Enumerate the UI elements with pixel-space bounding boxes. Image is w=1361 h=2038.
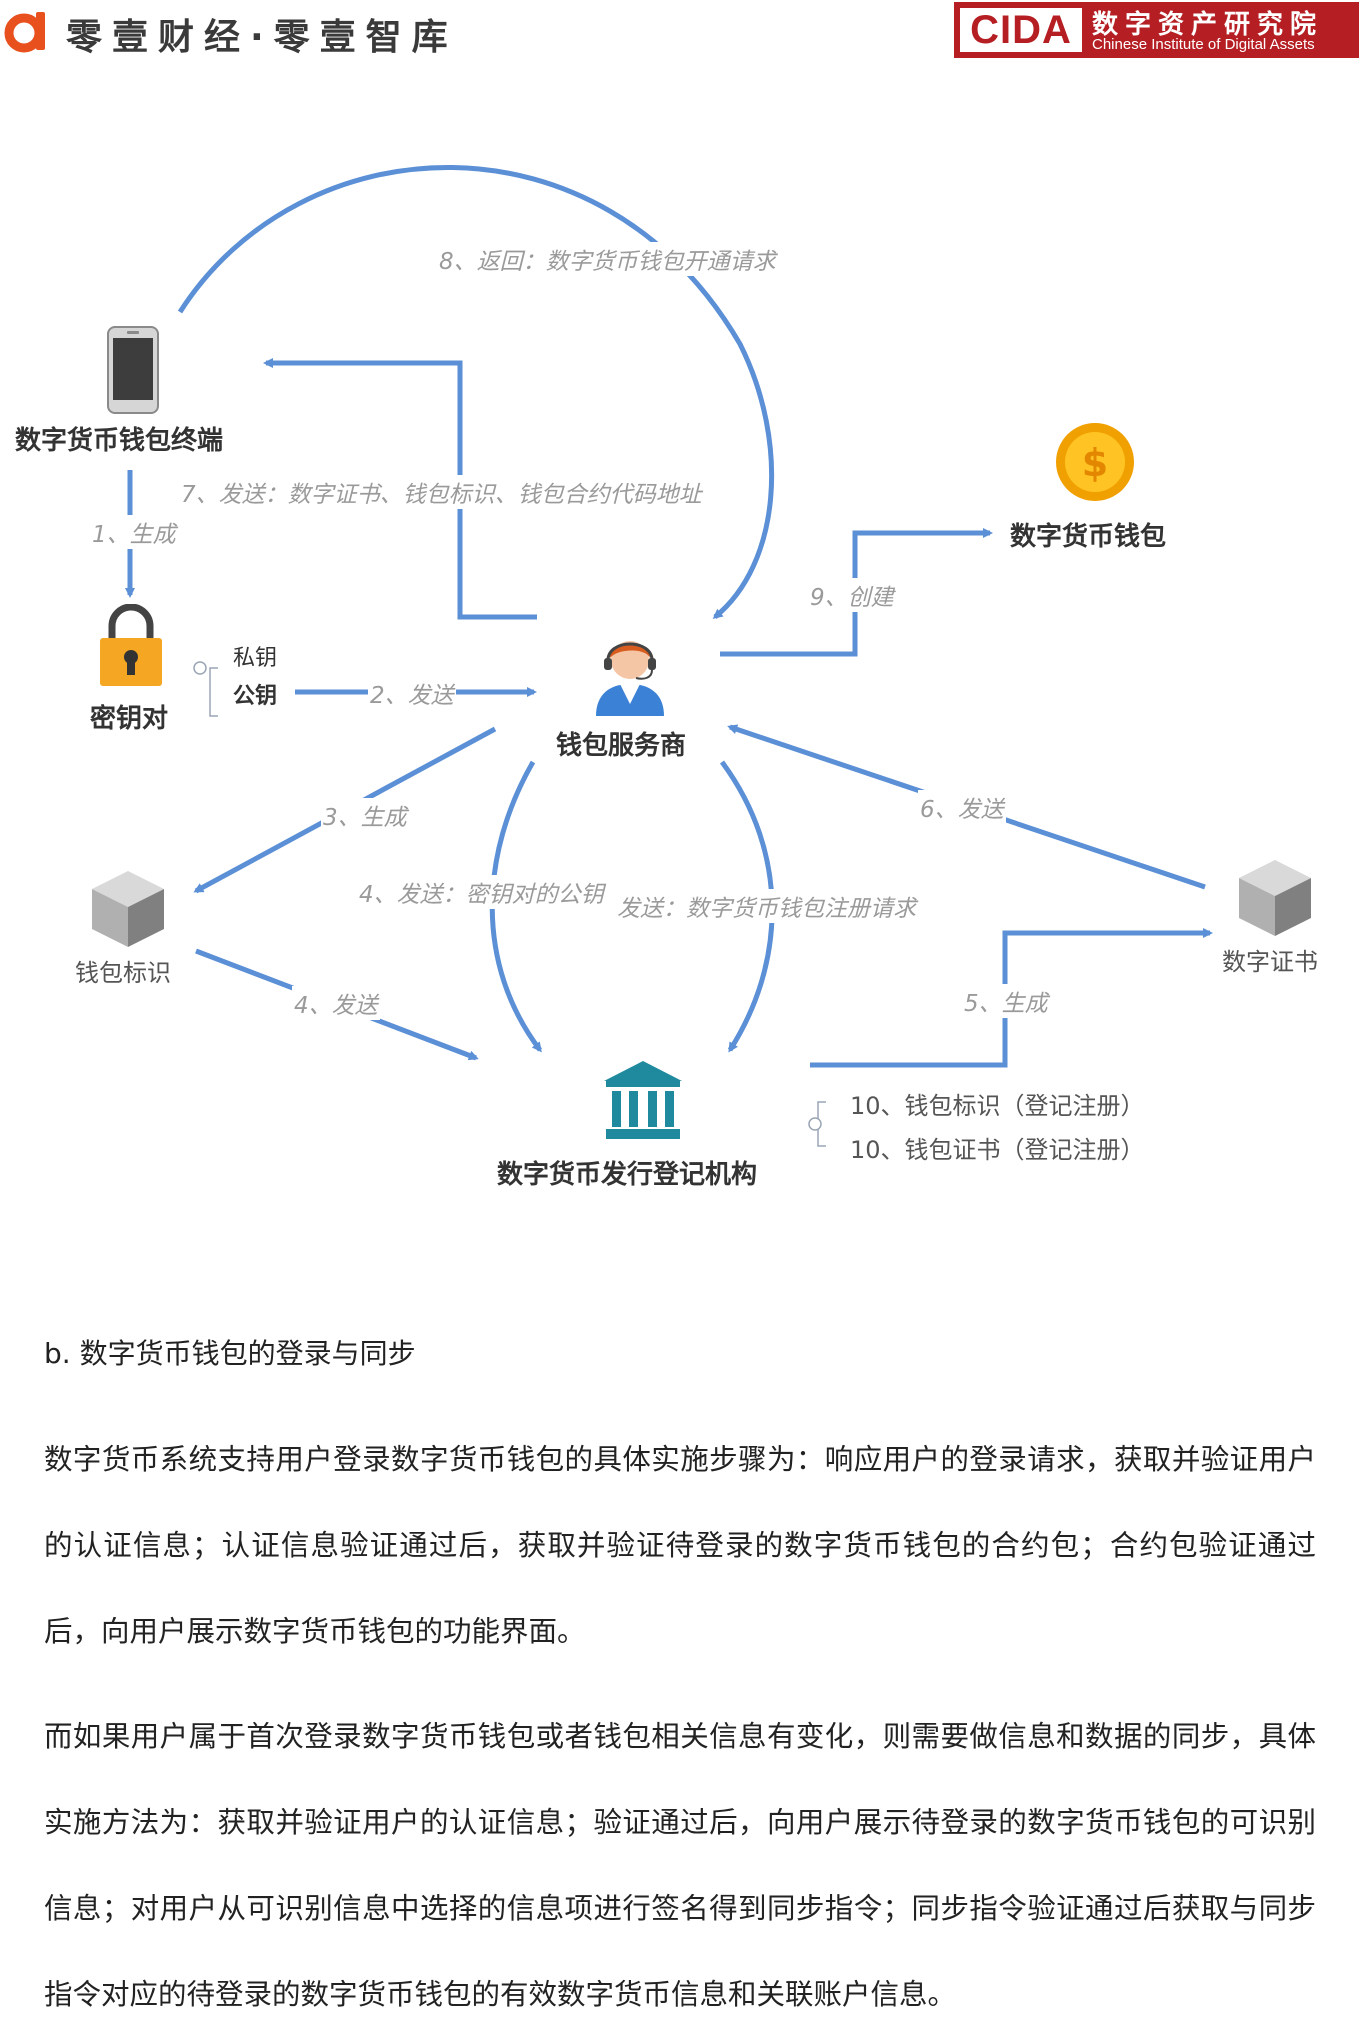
padlock-icon bbox=[100, 604, 162, 686]
edge-9-label: 9、创建 bbox=[808, 578, 896, 612]
page-header: 零壹财经·零壹智库 CIDA 数字资产研究院 Chinese Institute… bbox=[0, 0, 1361, 64]
cube-icon bbox=[1239, 860, 1311, 936]
edge-3-label: 3、生成 bbox=[321, 798, 409, 832]
cida-logo: CIDA bbox=[960, 8, 1082, 52]
keypair-bracket bbox=[209, 667, 218, 717]
bank-building-icon bbox=[604, 1061, 682, 1139]
node-terminal-label: 数字货币钱包终端 bbox=[15, 426, 224, 456]
gold-dollar-coin-icon: $ bbox=[1056, 423, 1134, 501]
edge-register-label: 发送：数字货币钱包注册请求 bbox=[615, 889, 918, 923]
node-registry-label: 数字货币发行登记机构 bbox=[497, 1160, 758, 1190]
customer-service-agent-icon bbox=[596, 641, 664, 716]
edge-4b-label: 4、发送 bbox=[292, 986, 380, 1020]
paragraph-sync: 而如果用户属于首次登录数字货币钱包或者钱包相关信息有变化，则需要做信息和数据的同… bbox=[44, 1720, 1316, 2011]
keypair-public-key: 公钥 bbox=[233, 684, 278, 709]
paragraph-login: 数字货币系统支持用户登录数字货币钱包的具体实施步骤为：响应用户的登录请求，获取并… bbox=[44, 1443, 1316, 1648]
edge-4a-label: 4、发送：密钥对的公钥 bbox=[357, 875, 606, 909]
cida-name-en: Chinese Institute of Digital Assets bbox=[1092, 36, 1315, 53]
edge-5-label: 5、生成 bbox=[962, 984, 1050, 1018]
cube-icon bbox=[92, 871, 164, 947]
cida-name-cn: 数字资产研究院 bbox=[1092, 10, 1324, 40]
edge-7-label: 7、发送：数字证书、钱包标识、钱包合约代码地址 bbox=[179, 475, 704, 509]
node-wallet-id-label: 钱包标识 bbox=[75, 959, 171, 987]
lingyi-logo-icon bbox=[4, 12, 45, 53]
svg-text:$: $ bbox=[1082, 441, 1108, 485]
edge-6-label: 6、发送 bbox=[918, 790, 1006, 824]
node-wallet-label: 数字货币钱包 bbox=[1010, 522, 1167, 552]
node-certificate-label: 数字证书 bbox=[1222, 948, 1318, 976]
node-provider-label: 钱包服务商 bbox=[556, 731, 687, 761]
cida-banner: CIDA 数字资产研究院 Chinese Institute of Digita… bbox=[954, 2, 1359, 58]
edge-8-label: 8、返回：数字货币钱包开通请求 bbox=[437, 242, 778, 276]
keypair-private-key: 私钥 bbox=[233, 646, 278, 671]
smartphone-icon bbox=[107, 326, 159, 414]
registry-item-wallet-id: 10、钱包标识（登记注册） bbox=[850, 1092, 1145, 1120]
edge-2-label: 2、发送 bbox=[368, 676, 456, 710]
edge-1-label: 1、生成 bbox=[90, 515, 178, 549]
registry-item-wallet-cert: 10、钱包证书（登记注册） bbox=[850, 1136, 1145, 1164]
section-title: b. 数字货币钱包的登录与同步 bbox=[44, 1337, 416, 1370]
edge-8-arc bbox=[177, 165, 775, 619]
node-keypair-label: 密钥对 bbox=[90, 704, 169, 734]
wallet-registration-flow-diagram: $ 数字货币钱包终端 密钥对 钱包服务商 数字货币钱包 钱包标识 数字证书 数字… bbox=[0, 64, 1361, 1284]
brand-name: 零壹财经·零壹智库 bbox=[66, 17, 458, 58]
